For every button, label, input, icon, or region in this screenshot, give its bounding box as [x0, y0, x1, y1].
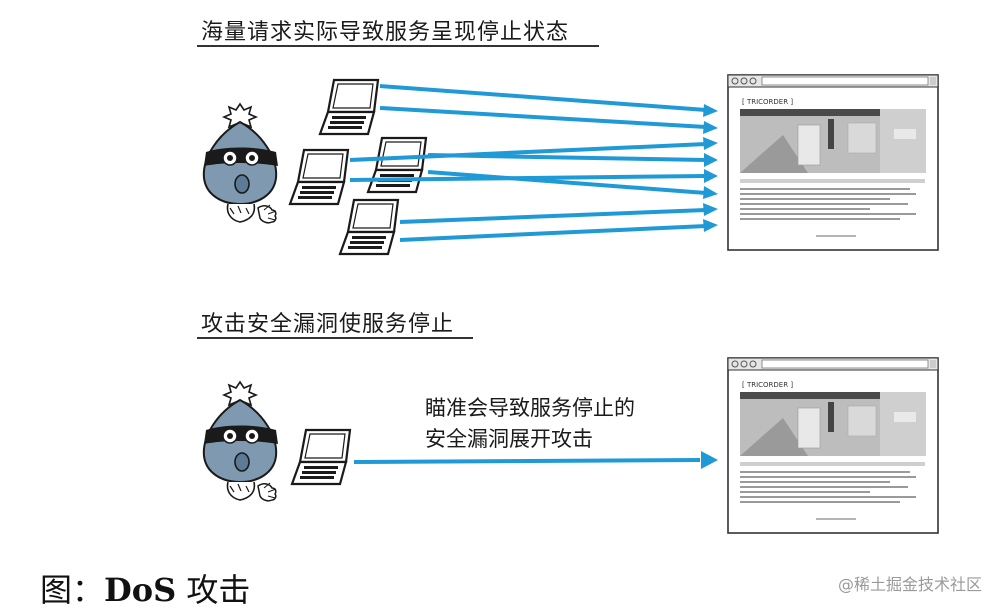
arrow-icon: [427, 153, 707, 162]
arrow-icon: [379, 84, 707, 112]
hacker-icon: [202, 381, 279, 502]
scenario-1-title-underline: [197, 45, 599, 47]
target-server-2: [ TRICORDER ]: [727, 357, 939, 534]
attack-description-line-1: 瞄准会导致服务停止的: [425, 396, 635, 420]
laptop-icon: [318, 78, 380, 136]
diagram-drawing: [ TRICORDER ] [ TRICORDER ]: [202, 74, 939, 534]
arrow-icon: [379, 106, 707, 129]
arrow-icon: [399, 224, 707, 242]
hacker-icon: [202, 103, 279, 224]
arrow-icon: [399, 208, 707, 224]
attacker-1: [202, 103, 279, 224]
arrow-icon: [427, 170, 707, 195]
scenario-1-title: 海量请求实际导致服务呈现停止状态: [201, 20, 570, 45]
arrow-icon: [701, 451, 718, 469]
attacker-2: [202, 381, 279, 502]
arrow-icon: [703, 186, 718, 199]
scenario-2-title: 攻击安全漏洞使服务停止: [201, 312, 455, 337]
arrow-icon: [353, 458, 701, 464]
attack-description-line-2: 安全漏洞展开攻击: [425, 427, 593, 451]
arrow-icon: [704, 169, 718, 183]
arrow-icon: [349, 142, 707, 162]
laptop-group-2: [290, 428, 352, 486]
caption-suffix: 攻击: [176, 571, 251, 609]
laptop-icon: [366, 136, 428, 194]
site-brand-1: [ TRICORDER ]: [742, 98, 793, 106]
watermark: @稀土掘金技术社区: [837, 575, 982, 594]
laptop-icon: [290, 428, 352, 486]
attack-description: 瞄准会导致服务停止的 安全漏洞展开攻击: [425, 393, 635, 455]
arrow-icon: [703, 219, 718, 232]
arrow-icon: [703, 137, 718, 150]
site-brand-2: [ TRICORDER ]: [742, 381, 793, 389]
arrow-icon: [704, 153, 718, 167]
arrow-icon: [703, 104, 718, 117]
laptop-group-1: [288, 78, 428, 256]
caption-bold: DoS: [104, 571, 177, 609]
flood-arrows: [349, 84, 718, 242]
target-server-1: [ TRICORDER ]: [727, 74, 939, 251]
arrow-icon: [703, 203, 718, 216]
exploit-arrow: [353, 451, 718, 469]
figure-caption: 图：DoS 攻击: [40, 565, 250, 611]
laptop-icon: [338, 198, 400, 256]
arrow-icon: [703, 121, 718, 134]
scenario-2-title-underline: [197, 337, 473, 339]
caption-prefix: 图：: [40, 571, 105, 609]
laptop-icon: [288, 148, 350, 206]
